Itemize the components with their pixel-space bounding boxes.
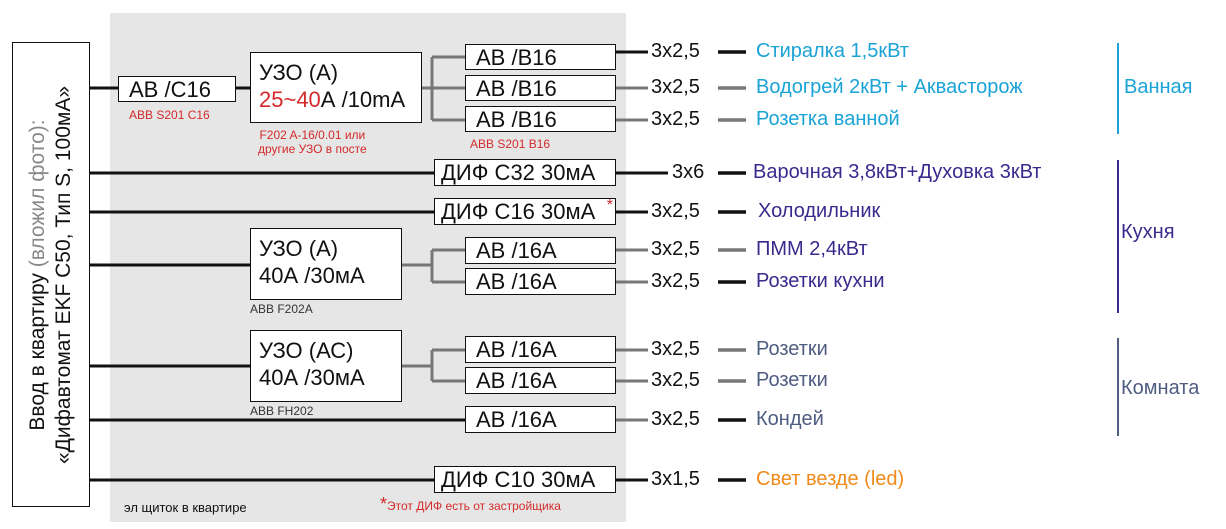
load-label: Холодильник <box>758 200 881 222</box>
input-photo-note: (вложил фото): <box>26 118 49 267</box>
breaker-dishwasher-label: АВ /16А <box>476 238 557 263</box>
breaker-bath-socket: АВ /В16 <box>465 106 616 132</box>
rcd-bathroom-rating: А /10mA <box>320 87 406 112</box>
breaker-water-heater: АВ /В16 <box>465 75 616 101</box>
rcbo-fridge: ДИФ С16 30мА * <box>434 197 616 225</box>
rcd-kitchen-model: ABB F202A <box>250 302 313 316</box>
cable-label: 3x2,5 <box>651 40 700 62</box>
cable-label: 3x6 <box>672 161 705 183</box>
rcd-kitchen-title: УЗО (А) <box>259 236 339 261</box>
footnote: *Этот ДИФ есть от застройщика <box>380 494 561 515</box>
input-breaker-label: «Дифавтомат EKF C50, Тип S, 100мА» <box>52 85 75 464</box>
breaker-washer-label: АВ /В16 <box>476 45 557 70</box>
main-breaker-model: ABB S201 C16 <box>129 108 210 122</box>
load-label: Розетка ванной <box>756 108 900 130</box>
breaker-ac: АВ /16А <box>465 406 616 433</box>
group-label-bath: Ванная <box>1124 76 1193 98</box>
rcbo-fridge-label: ДИФ С16 30мА <box>441 199 596 224</box>
load-label: Кондей <box>756 408 824 430</box>
footnote-star: * <box>380 494 388 514</box>
rcd-bathroom-title: УЗО (А) <box>259 60 339 85</box>
load-label: Свет везде (led) <box>756 468 905 490</box>
cable-label: 3x2,5 <box>651 408 700 430</box>
group-label-kitchen: Кухня <box>1121 221 1175 243</box>
load-label: Водогрей 2кВт + Аквасторож <box>756 76 1023 98</box>
breaker-kitchen-sockets-label: АВ /16А <box>476 269 557 294</box>
breaker-room-sockets-1-label: АВ /16А <box>476 337 557 362</box>
load-label: Розетки <box>756 338 828 360</box>
group-label-room: Комната <box>1121 377 1200 399</box>
breaker-bath-socket-label: АВ /В16 <box>476 107 557 132</box>
rcd-bathroom-note-line1: F202 A-16/0.01 или <box>259 128 366 142</box>
cable-label: 3x2,5 <box>651 108 700 130</box>
breaker-room-sockets-1: АВ /16А <box>465 336 616 363</box>
cable-label: 3x2,5 <box>651 338 700 360</box>
rcd-room: УЗО (АС) 40А /30мА <box>250 330 402 402</box>
rcd-bathroom-note: F202 A-16/0.01 или другие УЗО в посте <box>258 128 367 156</box>
rcd-room-rating: 40А /30мА <box>259 365 365 390</box>
rcbo-lighting-label: ДИФ С10 30мА <box>441 467 596 492</box>
breaker-kitchen-sockets: АВ /16А <box>465 268 616 295</box>
input-title: Ввод в квартиру <box>26 266 49 431</box>
footnote-text: Этот ДИФ есть от застройщика <box>387 499 561 513</box>
load-label: Стиралка 1,5кВт <box>756 40 909 62</box>
rcd-bathroom: УЗО (А) 25~40А /10mA <box>250 52 422 123</box>
load-label: Розетки <box>756 369 828 391</box>
load-label: Варочная 3,8кВт+Духовка 3кВт <box>753 161 1042 183</box>
breaker-room-sockets-2-label: АВ /16А <box>476 368 557 393</box>
cable-label: 3x2,5 <box>651 369 700 391</box>
main-breaker-label: АВ /С16 <box>129 77 211 102</box>
rcd-bathroom-rating-red: 25~40 <box>259 87 321 112</box>
cable-label: 3x2,5 <box>651 270 700 292</box>
cable-label: 3x2,5 <box>651 76 700 98</box>
rcbo-lighting: ДИФ С10 30мА <box>434 466 616 493</box>
main-breaker: АВ /С16 <box>118 76 236 102</box>
rcd-kitchen: УЗО (А) 40А /30мА <box>250 228 402 300</box>
panel-caption: эл щиток в квартире <box>124 500 247 515</box>
load-label: ПММ 2,4кВт <box>756 238 868 260</box>
rcbo-cooktop: ДИФ С32 30мА <box>434 159 616 186</box>
input-breaker-box: Ввод в квартиру (вложил фото): «Дифавтом… <box>12 42 90 507</box>
rcd-room-title: УЗО (АС) <box>259 338 354 363</box>
breaker-water-heater-label: АВ /В16 <box>476 76 557 101</box>
cable-label: 3x2,5 <box>651 238 700 260</box>
rcd-bathroom-note-line2: другие УЗО в посте <box>258 142 367 156</box>
breaker-dishwasher: АВ /16А <box>465 237 616 264</box>
rcbo-fridge-mark: * <box>606 197 613 214</box>
bath-breakers-model: ABB S201 B16 <box>470 137 551 151</box>
load-label: Розетки кухни <box>756 270 885 292</box>
rcd-kitchen-rating: 40А /30мА <box>259 263 365 288</box>
breaker-ac-label: АВ /16А <box>476 407 557 432</box>
cable-label: 3x2,5 <box>651 200 700 222</box>
breaker-washer: АВ /В16 <box>465 44 616 70</box>
rcd-room-model: ABB FH202 <box>250 404 314 418</box>
breaker-room-sockets-2: АВ /16А <box>465 367 616 394</box>
cable-label: 3x1,5 <box>651 468 700 490</box>
rcbo-cooktop-label: ДИФ С32 30мА <box>441 160 596 185</box>
